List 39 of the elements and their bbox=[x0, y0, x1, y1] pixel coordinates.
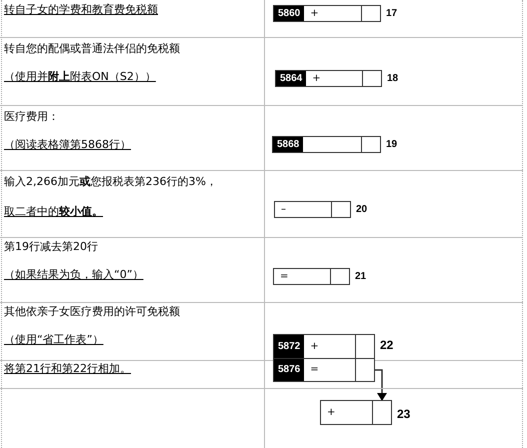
instruction-text: 转自您的配偶或普通法伴侣的免税额 bbox=[4, 42, 180, 56]
instruction-text: （使用“省工作表”） bbox=[4, 333, 104, 347]
arrow bbox=[375, 369, 387, 401]
line-number: 18 bbox=[387, 72, 398, 84]
entry-field bbox=[320, 400, 392, 425]
line-number: 17 bbox=[386, 8, 398, 18]
operator-sign: = bbox=[309, 363, 320, 377]
operator-sign: + bbox=[311, 72, 322, 86]
entry-field bbox=[275, 70, 382, 87]
instruction-text: 将第21行和第22行相加。 bbox=[4, 362, 131, 376]
instruction-text: 第19行减去第20行 bbox=[4, 240, 98, 254]
operator-sign: + bbox=[309, 7, 320, 21]
line-number: 21 bbox=[355, 270, 366, 282]
entry-field bbox=[273, 268, 350, 285]
line-number: 23 bbox=[397, 406, 410, 420]
line-code: 5864 bbox=[276, 71, 306, 86]
instruction-text: （如果结果为负，输入“0”） bbox=[4, 268, 144, 282]
line-number: 20 bbox=[356, 204, 368, 214]
line-code: 5876 bbox=[274, 359, 304, 381]
operator-sign: = bbox=[279, 270, 290, 284]
entry-field bbox=[273, 358, 375, 382]
operator-sign: – bbox=[280, 203, 287, 217]
operator-sign: + bbox=[326, 406, 336, 420]
line-number: 19 bbox=[386, 138, 398, 150]
instruction-text: （使用并附上附表ON（S2）） bbox=[4, 70, 156, 84]
instruction-text: （阅读表格簿第5868行） bbox=[4, 138, 131, 152]
entry-field bbox=[273, 5, 381, 22]
instruction-text: 其他依亲子女医疗费用的许可免税额 bbox=[4, 305, 180, 319]
line-code: 5868 bbox=[273, 137, 304, 152]
entry-field bbox=[272, 136, 381, 153]
instruction-text: 输入2,266加元或您报税表第236行的3%， bbox=[4, 175, 217, 189]
line-number: 22 bbox=[380, 338, 394, 352]
line-code: 5872 bbox=[274, 335, 304, 358]
entry-field bbox=[274, 201, 351, 218]
instruction-text: 转自子女的学费和教育费免税额 bbox=[4, 3, 158, 17]
line-code: 5860 bbox=[274, 6, 304, 21]
instruction-text: 医疗费用： bbox=[4, 110, 59, 124]
entry-field bbox=[273, 334, 375, 359]
operator-sign: + bbox=[309, 340, 320, 354]
